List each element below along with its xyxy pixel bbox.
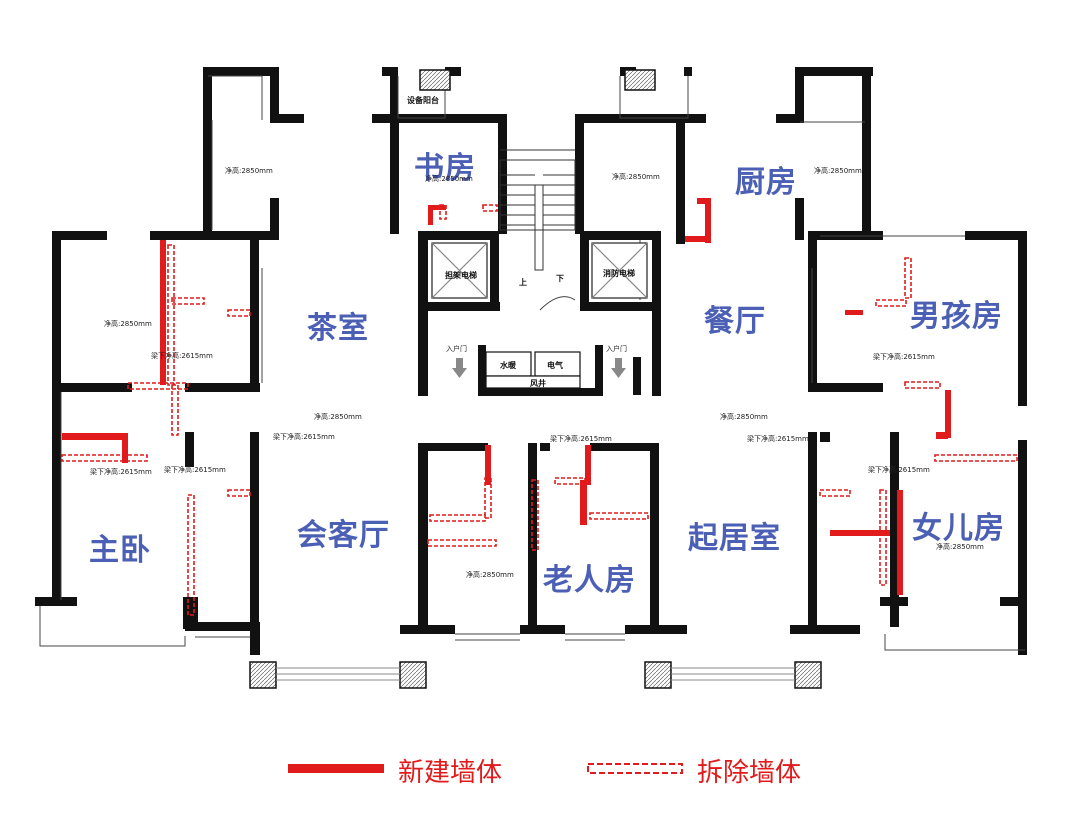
beam-clear-height-note: 梁下净高:2615mm [868,466,930,474]
beam-clear-height-note: 梁下净高:2615mm [273,433,335,441]
beam-clear-height-note: 梁下净高:2615mm [747,435,809,443]
passenger-elevator-label: 担架电梯 [445,271,477,280]
entrance-right-label: 入户门 [606,345,627,353]
clear-height-note: 净高:2850mm [104,320,152,328]
shafts [485,351,581,389]
clear-height-note: 净高:2850mm [720,413,768,421]
elevators [431,242,648,299]
fire-elevator-label: 消防电梯 [603,269,635,278]
window-columns [249,69,822,689]
entrance-arrows [452,358,626,378]
room-label-elder-room: 老人房 [543,563,636,598]
room-label-boys-room: 男孩房 [910,299,1003,334]
stair-up-label: 上 [519,278,527,287]
clear-height-note: 净高:2850mm [425,175,473,183]
entrance-left-label: 入户门 [446,345,467,353]
stair-down-label: 下 [556,274,564,283]
clear-height-note: 净高:2850mm [314,413,362,421]
new-walls [62,198,951,595]
demolished-walls [61,204,1018,616]
water-well-label: 水暖 [500,361,516,370]
clear-height-note: 净高:2850mm [612,173,660,181]
clear-height-note: 净高:2850mm [936,543,984,551]
room-label-reception: 会客厅 [297,518,390,553]
beam-clear-height-note: 梁下净高:2615mm [164,466,226,474]
room-label-master-bedroom: 主卧 [89,533,151,568]
clear-height-note: 净高:2850mm [814,167,862,175]
legend-lines [288,763,683,774]
legend-demolished-wall-label: 拆除墙体 [697,758,802,788]
room-label-living-room: 起居室 [688,521,781,556]
beam-clear-height-note: 梁下净高:2615mm [873,353,935,361]
clear-height-note: 净高:2850mm [225,167,273,175]
windows [276,667,795,681]
beam-clear-height-note: 梁下净高:2615mm [151,352,213,360]
room-label-tea-room: 茶室 [307,311,369,346]
clear-height-note: 净高:2850mm [466,571,514,579]
equipment-balcony-label: 设备阳台 [407,96,439,105]
room-label-kitchen: 厨房 [735,165,797,200]
room-label-study: 书房 [414,151,476,186]
stairs [499,149,576,271]
legend-new-wall-label: 新建墙体 [398,758,503,788]
beam-clear-height-note: 梁下净高:2615mm [90,468,152,476]
room-label-dining: 餐厅 [704,304,766,339]
beam-clear-height-note: 梁下净高:2615mm [550,435,612,443]
air-shaft-label: 风井 [530,379,546,388]
room-label-daughters-room: 女儿房 [912,511,1005,546]
electric-well-label: 电气 [547,361,563,370]
